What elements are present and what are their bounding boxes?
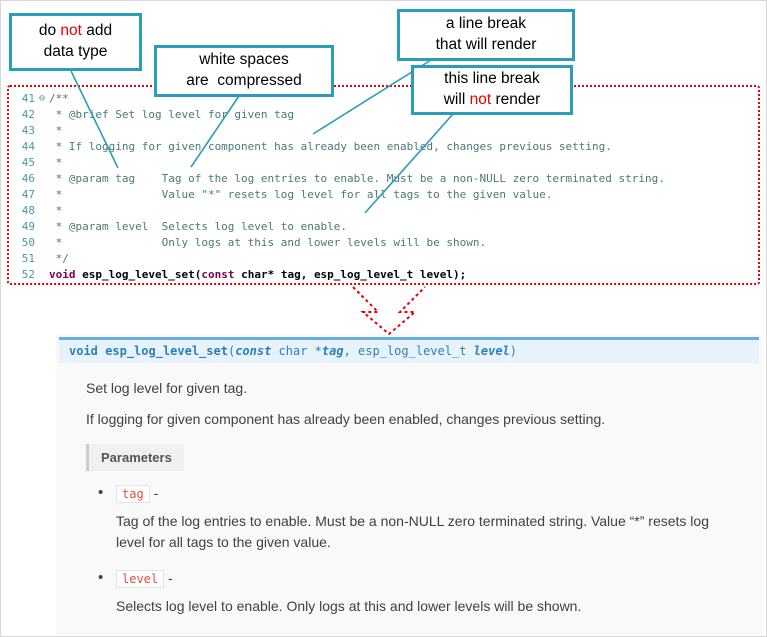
code-line: 49 * @param level Selects log level to e… — [9, 219, 758, 235]
fold-gutter — [35, 203, 49, 219]
line-number: 45 — [21, 156, 35, 169]
fold-gutter — [35, 267, 49, 283]
parameters-label: Parameters — [86, 444, 184, 471]
code-text: /** — [49, 92, 69, 105]
code-text: * @brief Set log level for given tag — [49, 108, 295, 121]
code-lines: 41⊖/**42 * @brief Set log level for give… — [9, 91, 758, 283]
code-text: * If logging for given component has alr… — [49, 140, 612, 153]
code-line: 42 * @brief Set log level for given tag — [9, 107, 758, 123]
fold-gutter — [35, 107, 49, 123]
parameter-item: tag - Tag of the log entries to enable. M… — [98, 484, 762, 553]
detailed-description: If logging for given component has alrea… — [86, 411, 606, 427]
line-number: 46 — [21, 172, 35, 185]
parameters-list: tag - Tag of the log entries to enable. M… — [98, 484, 762, 617]
fold-gutter — [35, 155, 49, 171]
code-line: 46 * @param tag Tag of the log entries t… — [9, 171, 758, 187]
line-number: 42 — [21, 108, 35, 121]
code-line: 41⊖/** — [9, 91, 758, 107]
code-line: 44 * If logging for given component has … — [9, 139, 758, 155]
code-text: * @param level Selects log level to enab… — [49, 220, 348, 233]
line-number: 49 — [21, 220, 35, 233]
rendered-documentation: void esp_log_level_set(const char *tag, … — [56, 335, 762, 635]
parameter-dash: - — [149, 485, 159, 501]
fold-gutter — [35, 235, 49, 251]
code-text: * — [49, 124, 63, 137]
code-text: * Only logs at this and lower levels wil… — [49, 236, 487, 249]
line-number: 52 — [21, 268, 35, 281]
fold-gutter — [35, 123, 49, 139]
fold-gutter — [35, 219, 49, 235]
fold-gutter — [35, 251, 49, 267]
code-line: 51 */ — [9, 251, 758, 267]
code-editor[interactable]: 41⊖/**42 * @brief Set log level for give… — [7, 85, 760, 285]
parameter-description: Selects log level to enable. Only logs a… — [116, 598, 582, 614]
function-signature: void esp_log_level_set(const char *tag, … — [59, 337, 759, 363]
code-text: * — [49, 156, 63, 169]
line-number: 43 — [21, 124, 35, 137]
parameter-head: tag - — [116, 485, 762, 503]
fold-gutter — [35, 139, 49, 155]
brief-description: Set log level for given tag. — [86, 380, 248, 396]
line-number: 50 — [21, 236, 35, 249]
code-text: * @param tag Tag of the log entries to e… — [49, 172, 665, 185]
code-text: * Value "*" resets log level for all tag… — [49, 188, 553, 201]
parameter-dash: - — [164, 570, 173, 586]
code-line: 47 * Value "*" resets log level for all … — [9, 187, 758, 203]
fold-collapse-icon[interactable]: ⊖ — [38, 93, 46, 104]
line-number: 51 — [21, 252, 35, 265]
code-line: 45 * — [9, 155, 758, 171]
line-number: 47 — [21, 188, 35, 201]
fold-gutter — [35, 171, 49, 187]
parameter-name: tag — [116, 485, 150, 503]
parameter-head: level - — [116, 570, 762, 588]
parameter-item: level - Selects log level to enable. Only… — [98, 569, 762, 617]
code-text: void esp_log_level_set(const char* tag, … — [49, 268, 467, 281]
code-line: 52 void esp_log_level_set(const char* tag… — [9, 267, 758, 283]
code-line: 43 * — [9, 123, 758, 139]
parameter-name: level — [116, 570, 165, 588]
code-text: * — [49, 204, 63, 217]
line-number: 41 — [21, 92, 35, 105]
line-number: 48 — [21, 204, 35, 217]
code-line: 48 * — [9, 203, 758, 219]
line-number: 44 — [21, 140, 35, 153]
code-text: */ — [49, 252, 69, 265]
code-line: 50 * Only logs at this and lower levels … — [9, 235, 758, 251]
parameter-description: Tag of the log entries to enable. Must b… — [116, 513, 709, 550]
render-flow-arrow — [352, 286, 426, 336]
fold-gutter — [35, 187, 49, 203]
